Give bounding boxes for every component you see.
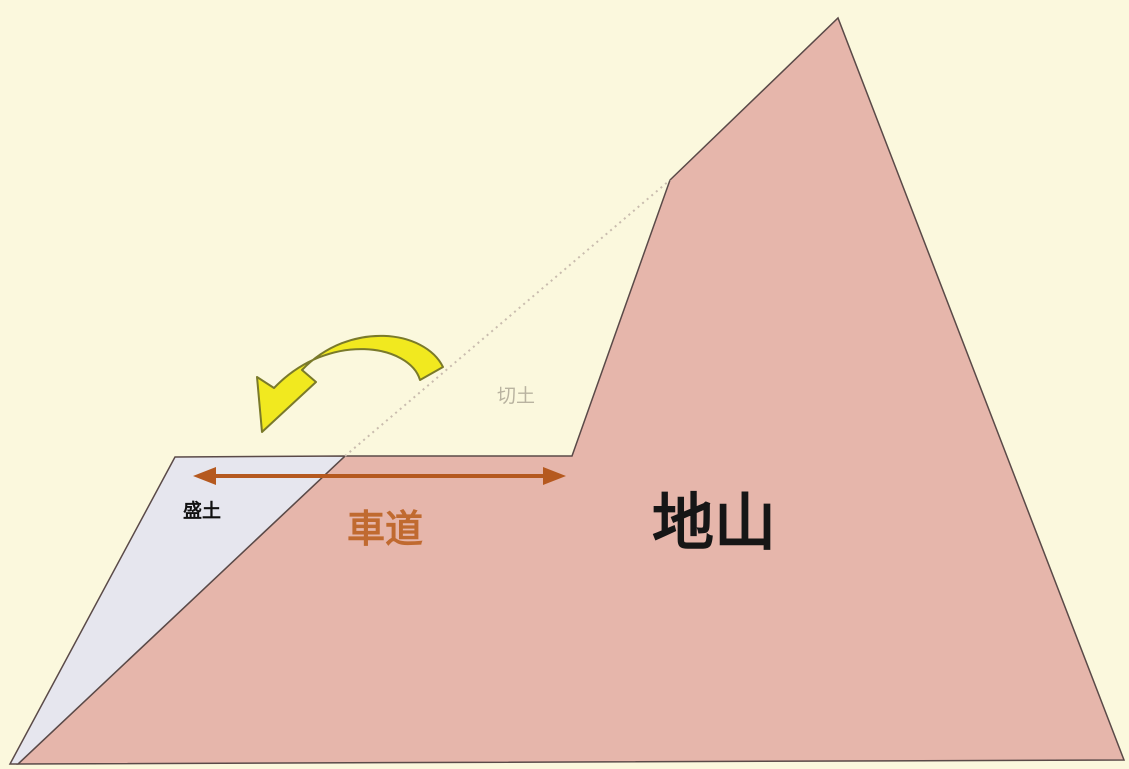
cut-slope-line	[344, 179, 671, 457]
ground-label: 地山	[652, 486, 777, 559]
double-arrow-icon	[193, 467, 566, 485]
cut-label: 切土	[497, 385, 536, 407]
fill-label: 盛土	[183, 500, 222, 522]
fill-shape	[8, 455, 347, 765]
ground-shape	[16, 16, 1126, 765]
curved-arrow-icon	[256, 334, 444, 433]
road-label: 車道	[347, 507, 424, 551]
